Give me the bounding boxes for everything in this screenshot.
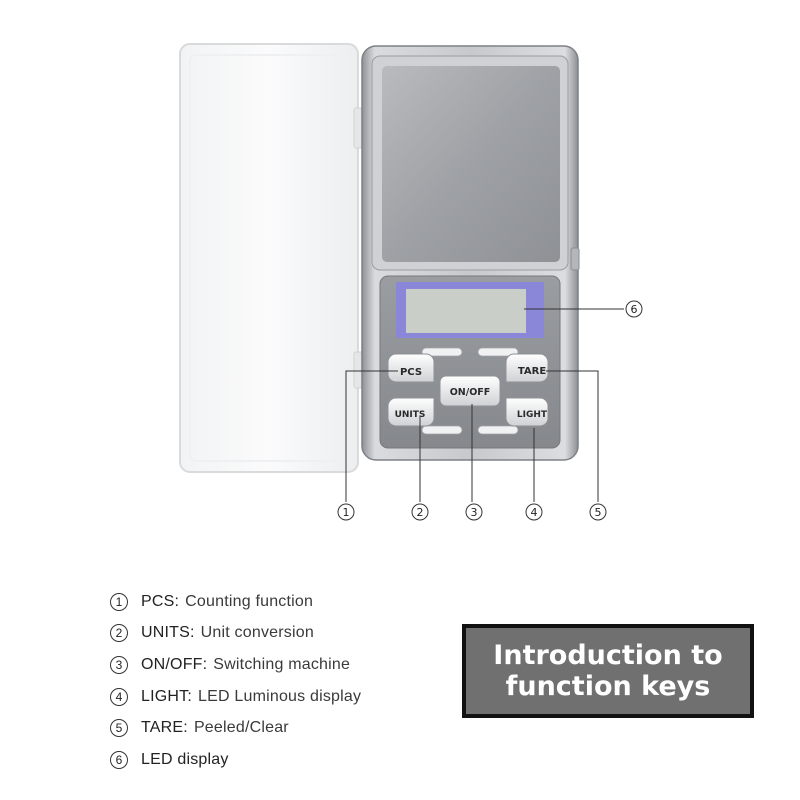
light-key-label: LIGHT bbox=[517, 410, 548, 420]
svg-text:2: 2 bbox=[417, 506, 424, 519]
intro-banner: Introduction to function keys bbox=[462, 624, 754, 718]
function-key-legend: 1 PCS: Counting function 2 UNITS: Unit c… bbox=[110, 586, 450, 776]
legend-description: Switching machine bbox=[213, 655, 351, 673]
intro-line-1: Introduction to bbox=[493, 640, 723, 671]
legend-number: 5 bbox=[110, 719, 128, 738]
legend-description: LED Luminous display bbox=[198, 687, 362, 705]
legend-key: UNITS: bbox=[141, 624, 195, 642]
legend-item: 5 TARE: Peeled/Clear bbox=[110, 712, 450, 744]
legend-description: Unit conversion bbox=[200, 624, 314, 642]
legend-item: 4 LIGHT: LED Luminous display bbox=[110, 681, 450, 713]
callout-2: 2 bbox=[411, 503, 429, 521]
led-display bbox=[396, 282, 544, 338]
legend-number: 3 bbox=[110, 655, 128, 674]
callout-3: 3 bbox=[465, 503, 483, 521]
svg-text:5: 5 bbox=[595, 506, 602, 519]
onoff-key[interactable]: ON/OFF bbox=[439, 375, 501, 407]
legend-key: LED display bbox=[141, 750, 229, 768]
legend-key: ON/OFF: bbox=[141, 655, 208, 673]
pcs-key[interactable]: PCS bbox=[387, 353, 435, 383]
pcs-key-label: PCS bbox=[400, 367, 422, 378]
legend-number: 6 bbox=[110, 750, 128, 769]
legend-description: Counting function bbox=[185, 592, 314, 610]
svg-text:6: 6 bbox=[631, 303, 638, 316]
legend-number: 2 bbox=[110, 624, 128, 643]
callout-lines bbox=[345, 308, 624, 502]
legend-key: TARE: bbox=[141, 719, 188, 737]
callout-4: 4 bbox=[525, 503, 543, 521]
intro-banner-inner: Introduction to function keys bbox=[466, 628, 750, 714]
legend-number: 4 bbox=[110, 687, 128, 706]
callout-6: 6 bbox=[625, 300, 643, 318]
callout-5: 5 bbox=[589, 503, 607, 521]
transparent-lid bbox=[179, 43, 365, 473]
svg-text:4: 4 bbox=[531, 506, 538, 519]
intro-line-2: function keys bbox=[505, 671, 711, 702]
legend-number: 1 bbox=[110, 592, 128, 611]
onoff-key-label: ON/OFF bbox=[450, 387, 491, 398]
legend-description: Peeled/Clear bbox=[193, 719, 289, 737]
tare-key[interactable]: TARE bbox=[505, 353, 549, 383]
legend-item: 2 UNITS: Unit conversion bbox=[110, 618, 450, 650]
legend-key: LIGHT: bbox=[141, 687, 192, 705]
weighing-platform bbox=[382, 66, 560, 262]
scale-illustration: PCS TARE UNITS LIGHT ON/OFF 1 2 3 4 bbox=[179, 43, 643, 521]
keypad-grooves bbox=[421, 347, 519, 435]
tare-key-label: TARE bbox=[518, 366, 546, 377]
legend-key: PCS: bbox=[141, 592, 180, 610]
light-key[interactable]: LIGHT bbox=[505, 397, 549, 427]
callout-1: 1 bbox=[337, 503, 355, 521]
legend-item: 3 ON/OFF: Switching machine bbox=[110, 649, 450, 681]
legend-item: 6 LED display bbox=[110, 744, 450, 776]
legend-item: 1 PCS: Counting function bbox=[110, 586, 450, 618]
units-key-label: UNITS bbox=[395, 410, 426, 420]
svg-text:3: 3 bbox=[471, 506, 478, 519]
svg-text:1: 1 bbox=[343, 506, 350, 519]
units-key[interactable]: UNITS bbox=[387, 397, 435, 427]
